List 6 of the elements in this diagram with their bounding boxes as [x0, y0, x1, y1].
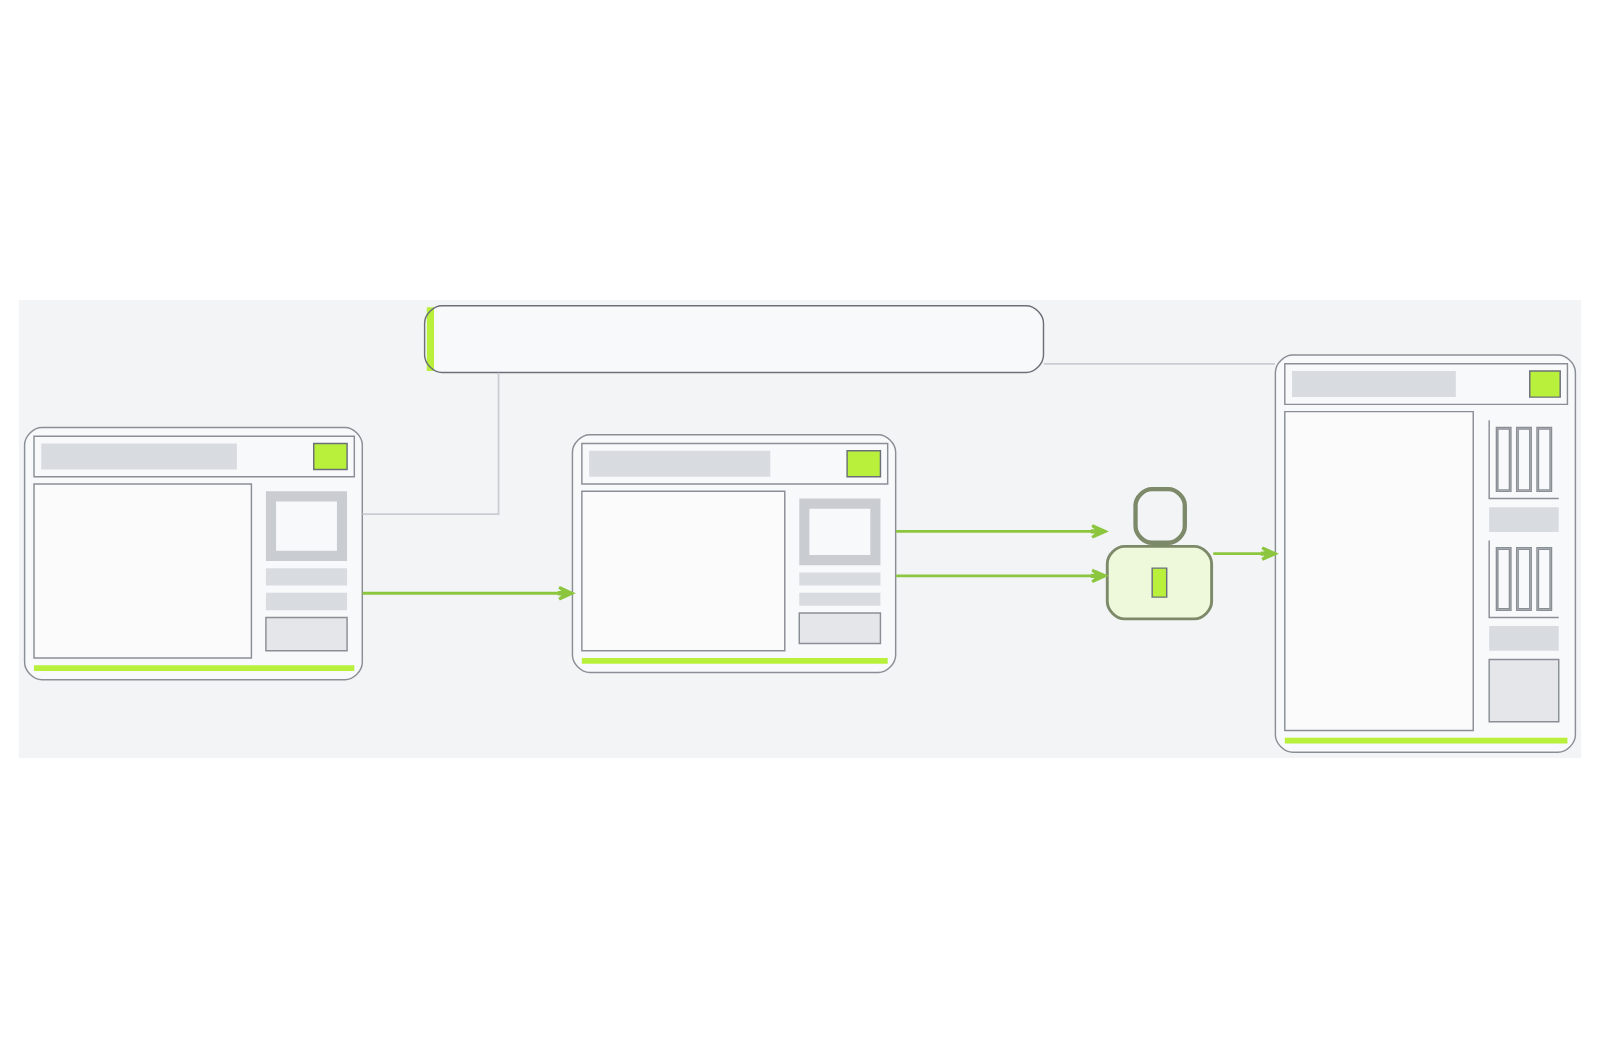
- connector: [361, 371, 500, 514]
- arrow: [1213, 545, 1277, 560]
- arrow: [896, 523, 1107, 538]
- arrow: [362, 584, 574, 600]
- arrow: [896, 567, 1107, 583]
- connector: [1042, 361, 1276, 364]
